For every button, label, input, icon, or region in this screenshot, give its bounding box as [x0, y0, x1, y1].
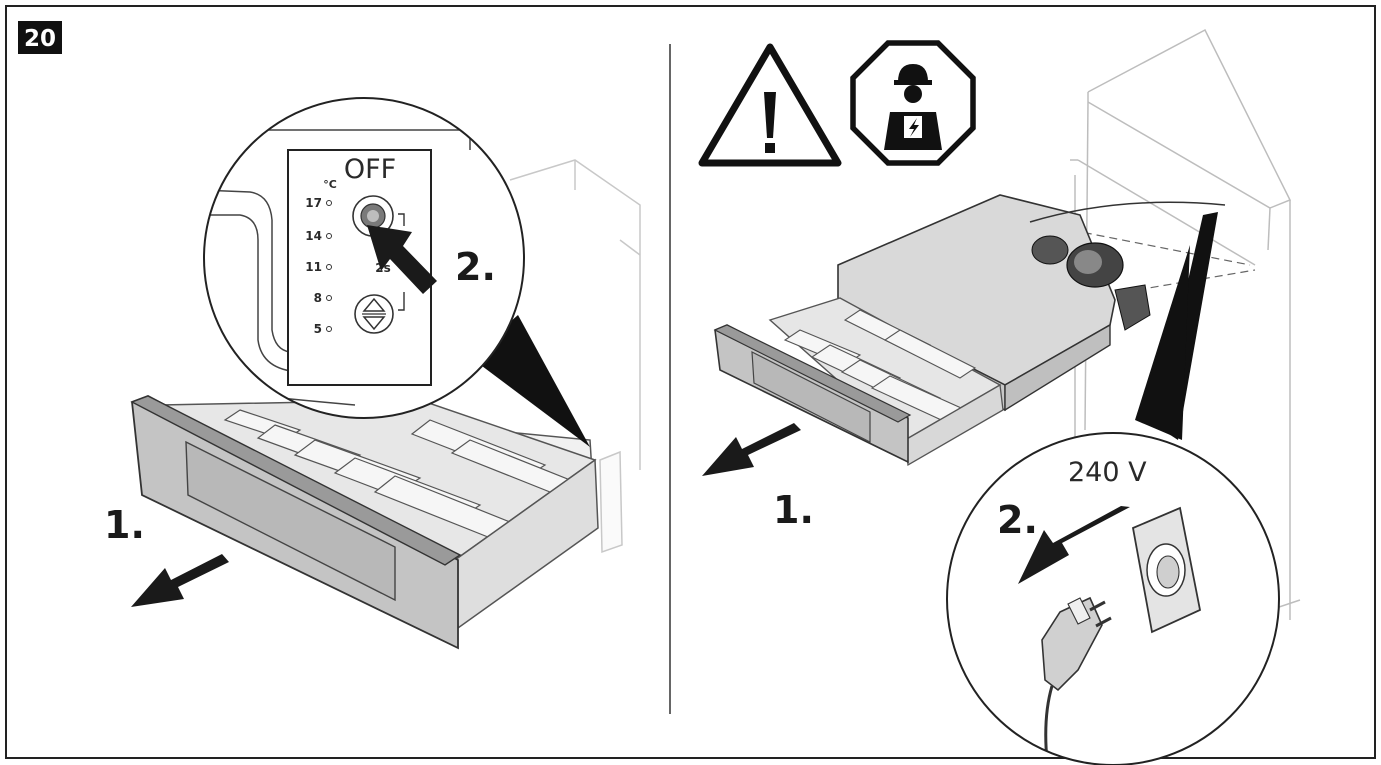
- callout-pointer: [470, 315, 590, 447]
- outer-frame: [5, 5, 1376, 759]
- right-step1-label: 1.: [773, 488, 814, 532]
- bracket-top: [398, 213, 405, 226]
- temp-label-17: 17: [305, 196, 322, 210]
- temp-label-11: 11: [305, 260, 322, 274]
- power-button: [352, 195, 394, 237]
- right-pull-arrow-icon: [702, 423, 801, 476]
- warning-triangle-icon: [698, 43, 842, 167]
- press-arrow-icon: [367, 225, 437, 294]
- unit-label: °C: [323, 178, 337, 191]
- temp-label-8: 8: [314, 291, 322, 305]
- drawer-front-panel: [713, 324, 912, 464]
- figure-number-badge: 20: [18, 21, 62, 54]
- figure-number: 20: [24, 26, 56, 52]
- temp-indicator-17: [326, 200, 332, 206]
- left-pull-arrow-icon: [131, 554, 229, 607]
- right-step2-label: 2.: [997, 498, 1038, 542]
- control-panel-contents: OFF °C 17 14 11 8 5 2s: [305, 154, 405, 336]
- wall-socket-icon: [1131, 506, 1202, 634]
- right-panel: 240 V 2. 1.: [698, 28, 1301, 765]
- bracket-bottom: [398, 292, 405, 311]
- temp-label-14: 14: [305, 229, 322, 243]
- power-plug-icon: [1041, 596, 1112, 765]
- left-step1-label: 1.: [104, 503, 145, 547]
- temp-label-5: 5: [314, 322, 322, 336]
- temp-indicator-5: [326, 326, 332, 332]
- qualified-electrician-icon: [850, 40, 976, 166]
- temp-indicator-8: [326, 295, 332, 301]
- temp-indicator-14: [326, 233, 332, 239]
- left-panel: OFF °C 17 14 11 8 5 2s: [104, 97, 641, 650]
- left-step2-label: 2.: [455, 245, 496, 289]
- temp-indicator-11: [326, 264, 332, 270]
- drawer-front-panel: [130, 395, 462, 650]
- drawer-tray: [159, 399, 599, 630]
- drawer-tray: [768, 297, 1004, 467]
- cabinet-outline: [509, 159, 641, 554]
- magnifier-circle: [946, 432, 1280, 765]
- unplug-arrow-icon: [1018, 506, 1130, 584]
- off-label: OFF: [344, 154, 396, 185]
- up-down-button-icon: [354, 294, 394, 334]
- callout-pointer-fill: [1135, 245, 1190, 440]
- compressor-unit: [1029, 201, 1226, 331]
- voltage-label: 240 V: [1068, 457, 1147, 488]
